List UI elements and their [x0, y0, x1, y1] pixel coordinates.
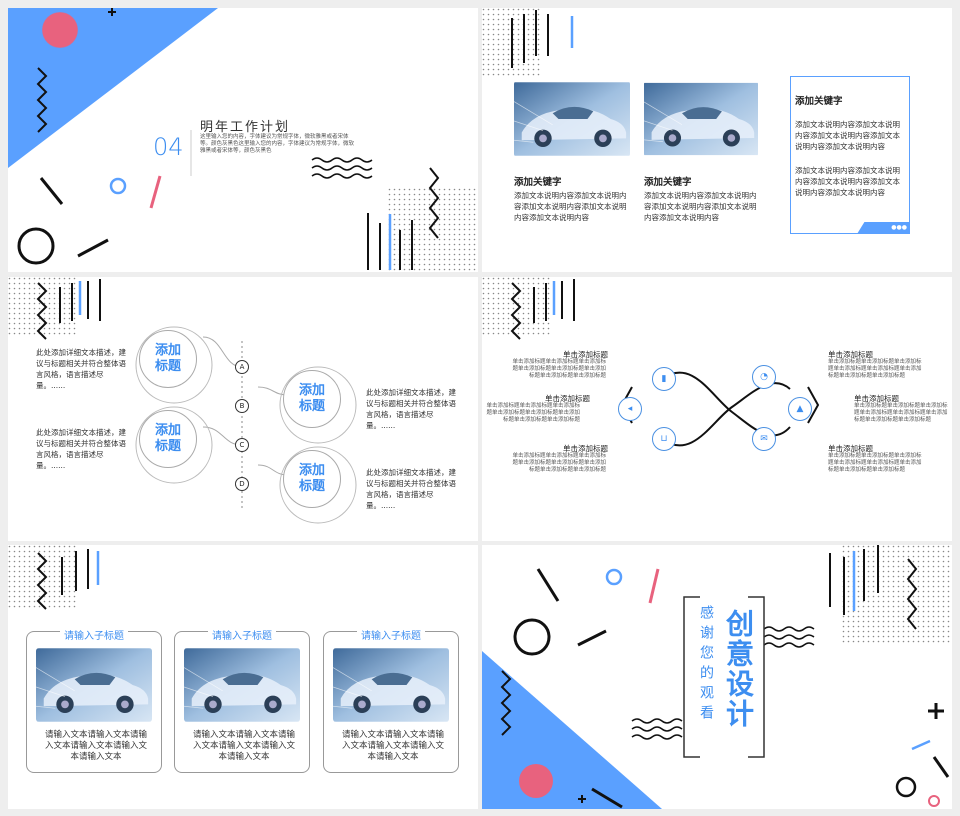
box-para-1: 添加文本说明内容添加文本说明内容添加文本说明内容添加文本说明内容添加文本说明内容	[795, 120, 900, 151]
desc-right-3: 单击添加标题单击添加标题单击添加标题单击添加标题单击添加标题单击添加标题单击添加…	[828, 453, 922, 473]
box-dots-badge: ●●●	[857, 222, 910, 234]
pie-chart-icon[interactable]: ◔	[752, 365, 776, 389]
card-3-text: 请输入文本请输入文本请输入文本请输入文本请输入文本请输入文本	[342, 730, 445, 762]
desc-2: 此处添加详细文本描述，建议与标题相关并符合整体语言风格，语言描述尽量。.....…	[36, 428, 126, 470]
label-right-3: 单击添加标题	[828, 444, 873, 453]
card-3-subtitle: 请输入子标题	[357, 631, 425, 642]
slide-5[interactable]: 请输入子标题 请输入文本请输入文本请输入文本请输入文本请输入文本请输入文本 请输…	[8, 545, 478, 809]
slide-2-decor	[482, 8, 574, 78]
item-1-heading: 添加关键字	[514, 177, 562, 188]
item-2-heading: 添加关键字	[644, 177, 692, 188]
mail-icon[interactable]: ✉	[752, 427, 776, 451]
bell-icon[interactable]: ▲	[788, 397, 812, 421]
label-left-3: 单击添加标题	[563, 444, 608, 453]
desc-left-2: 单击添加标题单击添加标题单击添加标题单击添加标题单击添加标题单击添加标题单击添加…	[486, 403, 580, 423]
label-left-1: 单击添加标题	[563, 350, 608, 359]
card-2[interactable]: 请输入子标题 请输入文本请输入文本请输入文本请输入文本请输入文本请输入文本	[174, 631, 310, 773]
box-heading: 添加关键字	[795, 96, 843, 107]
desc-left-3: 单击添加标题单击添加标题单击添加标题单击添加标题单击添加标题单击添加标题单击添加…	[512, 453, 606, 473]
card-2-text: 请输入文本请输入文本请输入文本请输入文本请输入文本请输入文本	[193, 730, 296, 762]
marker-a: A	[235, 360, 249, 374]
bar-chart-icon[interactable]: ▮	[652, 367, 676, 391]
desc-1: 此处添加详细文本描述，建议与标题相关并符合整体语言风格，语言描述尽量。.....…	[36, 348, 126, 390]
item-1-text: 添加文本说明内容添加文本说明内容添加文本说明内容添加文本说明内容添加文本说明内容	[514, 191, 627, 222]
circle-title-4: 添加标题	[283, 450, 341, 508]
box-para-2: 添加文本说明内容添加文本说明内容添加文本说明内容添加文本说明内容添加文本说明内容	[795, 166, 900, 197]
car-image-1	[514, 81, 630, 157]
card-1-image	[36, 648, 152, 722]
card-1-text: 请输入文本请输入文本请输入文本请输入文本请输入文本请输入文本	[45, 730, 148, 762]
desc-3: 此处添加详细文本描述，建议与标题相关并符合整体语言风格，语言描述尽量。.....…	[366, 388, 456, 430]
slide-1-body: 这里输入您的内容，字体建议为常规字体，微软雅黑或者宋体等。颜色灰黑色这里输入您的…	[200, 134, 355, 154]
desc-right-2: 单击添加标题单击添加标题单击添加标题单击添加标题单击添加标题单击添加标题单击添加…	[854, 403, 948, 423]
slide-1-title: 明年工作计划	[200, 120, 291, 135]
circle-title-1: 添加标题	[139, 330, 197, 388]
card-1[interactable]: 请输入子标题 请输入文本请输入文本请输入文本请输入文本请输入文本请输入文本	[26, 631, 162, 773]
keyword-box: 添加关键字 添加文本说明内容添加文本说明内容添加文本说明内容添加文本说明内容添加…	[790, 76, 910, 234]
marker-d: D	[235, 477, 249, 491]
card-3[interactable]: 请输入子标题 请输入文本请输入文本请输入文本请输入文本请输入文本请输入文本	[323, 631, 459, 773]
slide-2[interactable]: 添加关键字 添加文本说明内容添加文本说明内容添加文本说明内容添加文本说明内容添加…	[482, 8, 952, 272]
slide-6-decor	[482, 545, 952, 809]
desc-left-1: 单击添加标题单击添加标题单击添加标题单击添加标题单击添加标题单击添加标题单击添加…	[512, 359, 606, 379]
marker-b: B	[235, 399, 249, 413]
card-1-subtitle: 请输入子标题	[60, 631, 128, 642]
slide-2-left-decor	[482, 8, 492, 128]
slide-4-decor	[482, 277, 820, 447]
section-number: 04	[153, 133, 184, 161]
card-2-subtitle: 请输入子标题	[208, 631, 276, 642]
desc-4: 此处添加详细文本描述，建议与标题相关并符合整体语言风格，语言描述尽量。.....…	[366, 468, 456, 510]
cart-icon[interactable]: ⊔	[652, 427, 676, 451]
label-left-2: 单击添加标题	[545, 394, 590, 403]
closing-subtitle: 感谢您的观看	[698, 605, 714, 725]
slide-6[interactable]: 创意设计 感谢您的观看	[482, 545, 952, 809]
closing-title: 创意设计	[722, 609, 755, 729]
circle-title-3: 添加标题	[283, 370, 341, 428]
car-image-2	[644, 81, 758, 157]
slide-4[interactable]: ▮ ◂ ⊔ ◔ ▲ ✉ 单击添加标题 单击添加标题单击添加标题单击添加标题单击添…	[482, 277, 952, 541]
speaker-icon[interactable]: ◂	[618, 397, 642, 421]
slide-1-decor	[8, 8, 478, 272]
slide-3[interactable]: 添加标题 添加标题 添加标题 添加标题 A B C D 此处添加详细文本描述，建…	[8, 277, 478, 541]
slide-1[interactable]: 04 明年工作计划 这里输入您的内容，字体建议为常规字体，微软雅黑或者宋体等。颜…	[8, 8, 478, 272]
circle-title-2: 添加标题	[139, 410, 197, 468]
label-right-2: 单击添加标题	[854, 394, 899, 403]
label-right-1: 单击添加标题	[828, 350, 873, 359]
slide-5-decor	[8, 545, 100, 610]
item-2-text: 添加文本说明内容添加文本说明内容添加文本说明内容添加文本说明内容添加文本说明内容	[644, 191, 757, 222]
card-2-image	[184, 648, 300, 722]
desc-right-1: 单击添加标题单击添加标题单击添加标题单击添加标题单击添加标题单击添加标题单击添加…	[828, 359, 922, 379]
card-3-image	[333, 648, 449, 722]
marker-c: C	[235, 438, 249, 452]
